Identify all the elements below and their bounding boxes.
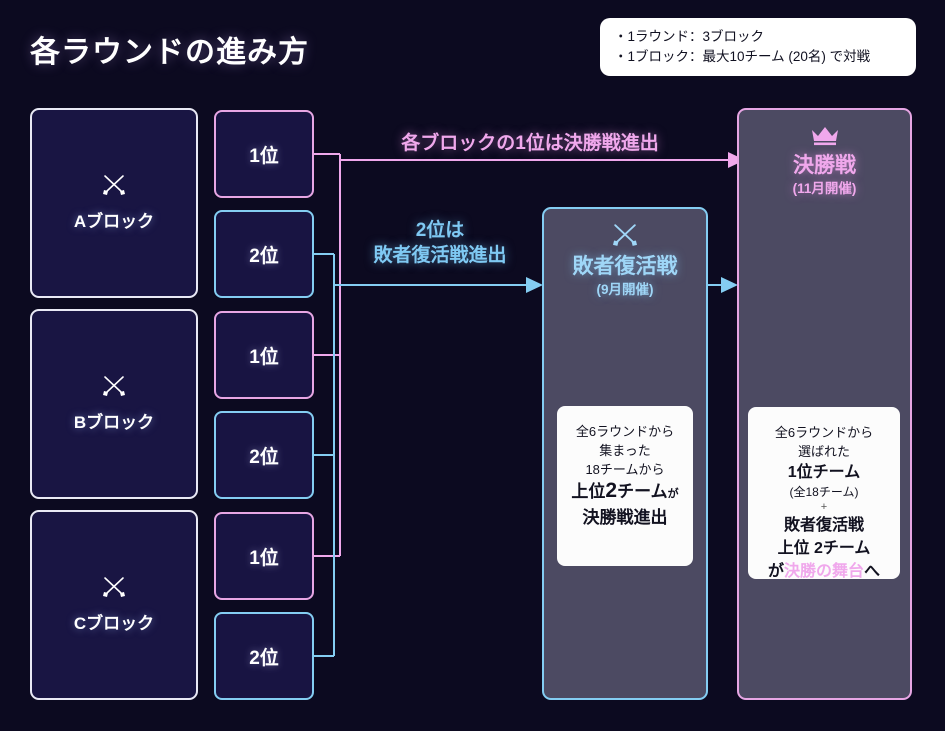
note-frag: チーム (617, 482, 668, 501)
block-card-a[interactable]: Aブロック (30, 108, 198, 298)
rank-box-b-first[interactable]: 1位 (214, 311, 314, 399)
note-frag: へ (864, 563, 881, 580)
note-line-plus: + (820, 501, 828, 513)
page-title: 各ラウンドの進み方 (30, 36, 309, 69)
second-place-arrow-caption: 2位は 敗者復活戦進出 (373, 220, 507, 266)
block-label: Aブロック (73, 212, 155, 231)
crossed-swords-icon (101, 174, 127, 201)
rank-box-c-second[interactable]: 2位 (214, 612, 314, 700)
block-card-b[interactable]: Bブロック (30, 309, 198, 499)
crown-icon (739, 124, 910, 151)
first-place-arrow-caption: 各ブロックの1位は決勝戦進出 (401, 133, 659, 154)
loser-bracket-subtitle: (9月開催) (596, 282, 654, 297)
note-line: 決勝戦進出 (582, 508, 668, 527)
loser-bracket-header: 敗者復活戦 (9月開催) (544, 209, 706, 300)
info-line-1: ・1ラウンド：3ブロック (614, 29, 765, 44)
final-subtitle: (11月開催) (792, 181, 857, 196)
note-line: 全6ラウンドから (774, 425, 874, 440)
block-label: Cブロック (73, 614, 155, 633)
note-line: 全6ラウンドから (575, 424, 675, 439)
rank-label: 2位 (249, 446, 279, 468)
stage-panel-final[interactable]: 決勝戦 (11月開催) (737, 108, 912, 700)
note-line-accent: が決勝の舞台へ (748, 560, 900, 583)
note-line: 集まった (599, 443, 651, 458)
final-note-card: 全6ラウンドから 選ばれた 1位チーム (全18チーム) + 敗者復活戦 上位 … (748, 407, 900, 580)
note-frag-accent: 決勝の舞台 (783, 563, 864, 580)
note-line: 上位 2チーム (777, 540, 871, 557)
final-header: 決勝戦 (11月開催) (739, 110, 910, 199)
rank-label: 1位 (249, 145, 279, 167)
rank-label: 2位 (249, 245, 279, 267)
note-frag: が (667, 488, 679, 500)
note-frag-number: 2 (605, 479, 618, 502)
block-card-c[interactable]: Cブロック (30, 510, 198, 700)
note-line: (全18チーム) (789, 485, 859, 499)
rank-label: 1位 (249, 547, 279, 569)
note-frag: が (767, 563, 784, 580)
info-line-2: ・1ブロック：最大10チーム (20名) で対戦 (614, 49, 871, 64)
note-line: 18チームから (585, 462, 665, 477)
loser-bracket-title: 敗者復活戦 (572, 255, 678, 278)
note-line: 選ばれた (797, 444, 850, 459)
rank-box-c-first[interactable]: 1位 (214, 512, 314, 600)
info-box: ・1ラウンド：3ブロック ・1ブロック：最大10チーム (20名) で対戦 (600, 18, 916, 76)
rank-box-a-first[interactable]: 1位 (214, 110, 314, 198)
note-line: 1位チーム (787, 464, 861, 481)
rank-box-a-second[interactable]: 2位 (214, 210, 314, 298)
crossed-swords-icon (544, 223, 706, 252)
note-line: 敗者復活戦 (783, 517, 864, 534)
crossed-swords-icon (101, 576, 127, 603)
loser-bracket-note-card: 全6ラウンドから 集まった 18チームから 上位2チームが 決勝戦進出 (557, 406, 693, 566)
rank-label: 1位 (249, 346, 279, 368)
note-frag: 上位 (571, 482, 606, 501)
final-title: 決勝戦 (793, 154, 856, 177)
rank-label: 2位 (249, 647, 279, 669)
crossed-swords-icon (101, 375, 127, 402)
rank-box-b-second[interactable]: 2位 (214, 411, 314, 499)
note-line-highlight: 上位2チームが (557, 479, 693, 506)
block-label: Bブロック (73, 413, 155, 432)
